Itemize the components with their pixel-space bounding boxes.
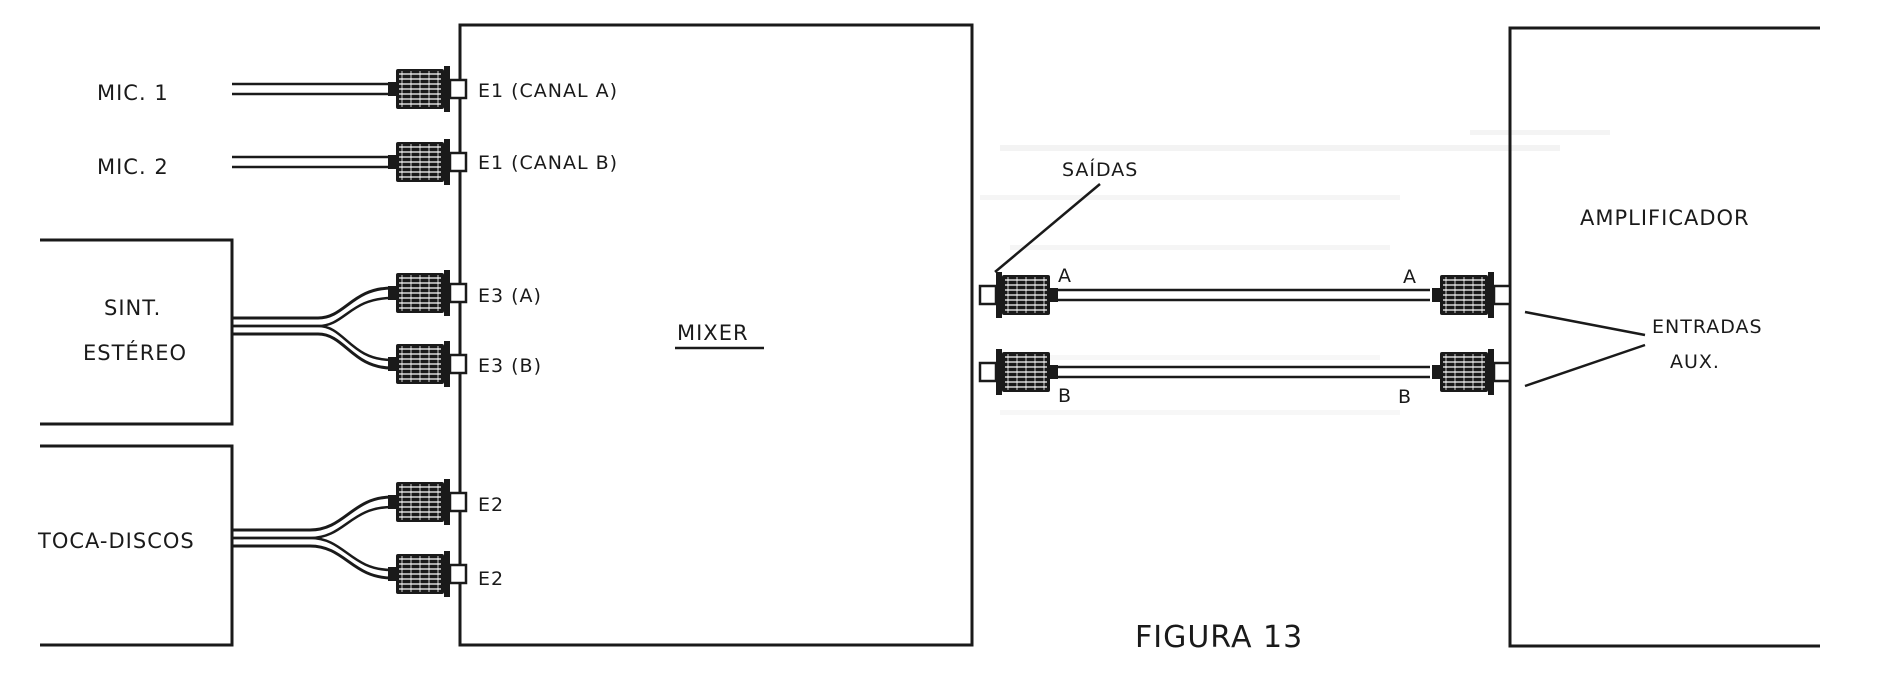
mixer-output-jack-a [978, 272, 1058, 318]
turntable-label: TOCA-DISCOS [37, 529, 195, 553]
mixer-title: MIXER [677, 321, 749, 345]
mixer-input-jack-e3-a [388, 270, 468, 316]
outputs-pointer-line [994, 183, 1101, 273]
output-cable-b [1040, 365, 1430, 379]
synth-y-cable [232, 286, 393, 370]
port-label-e3-a: E3 (A) [478, 285, 542, 307]
synth-box [40, 238, 234, 426]
mixer-input-jack-e3-b [388, 341, 468, 387]
mic2-label: MIC. 2 [97, 155, 169, 179]
mixer-input-jack-e2-upper [388, 479, 468, 525]
port-label-e2-upper: E2 [478, 494, 504, 516]
amp-a-label: A [1403, 266, 1417, 288]
mixer-input-jack-e1-canal-b [388, 139, 468, 185]
amplifier-box [1508, 26, 1820, 648]
aux-pointer-a [1524, 310, 1646, 337]
amplifier-title: AMPLIFICADOR [1580, 206, 1750, 230]
amplifier-input-jack-b [1432, 349, 1512, 395]
mixer-input-jack-e2-lower [388, 551, 468, 597]
mic2-cable [232, 155, 392, 169]
mixer-output-jack-b [978, 349, 1058, 395]
synth-label-line1: SINT. [104, 296, 161, 320]
bleed-through-texture [980, 130, 1610, 415]
output-a-label: A [1058, 265, 1072, 287]
output-cable-a [1040, 288, 1430, 302]
aux-pointer-b [1524, 343, 1646, 388]
mic1-label: MIC. 1 [97, 81, 169, 105]
amplifier-input-jack-a [1432, 272, 1512, 318]
outputs-label: SAÍDAS [1062, 158, 1138, 181]
turntable-y-cable [232, 495, 393, 580]
port-label-e1-canal-a: E1 (CANAL A) [478, 80, 618, 102]
mic1-cable [232, 82, 392, 96]
mixer-input-connectors [388, 66, 468, 597]
mixer-input-jack-e1-canal-a [388, 66, 468, 112]
aux-inputs-label-line2: AUX. [1670, 351, 1720, 373]
aux-inputs-label-line1: ENTRADAS [1652, 316, 1763, 338]
output-connectors [978, 272, 1512, 395]
port-label-e1-canal-b: E1 (CANAL B) [478, 152, 618, 174]
mixer-box [458, 23, 974, 647]
port-label-e3-b: E3 (B) [478, 355, 542, 377]
output-b-label: B [1058, 385, 1072, 407]
figure-caption: FIGURA 13 [1135, 620, 1303, 655]
port-label-e2-lower: E2 [478, 568, 504, 590]
amp-b-label: B [1398, 386, 1412, 408]
synth-label-line2: ESTÉREO [83, 340, 187, 365]
